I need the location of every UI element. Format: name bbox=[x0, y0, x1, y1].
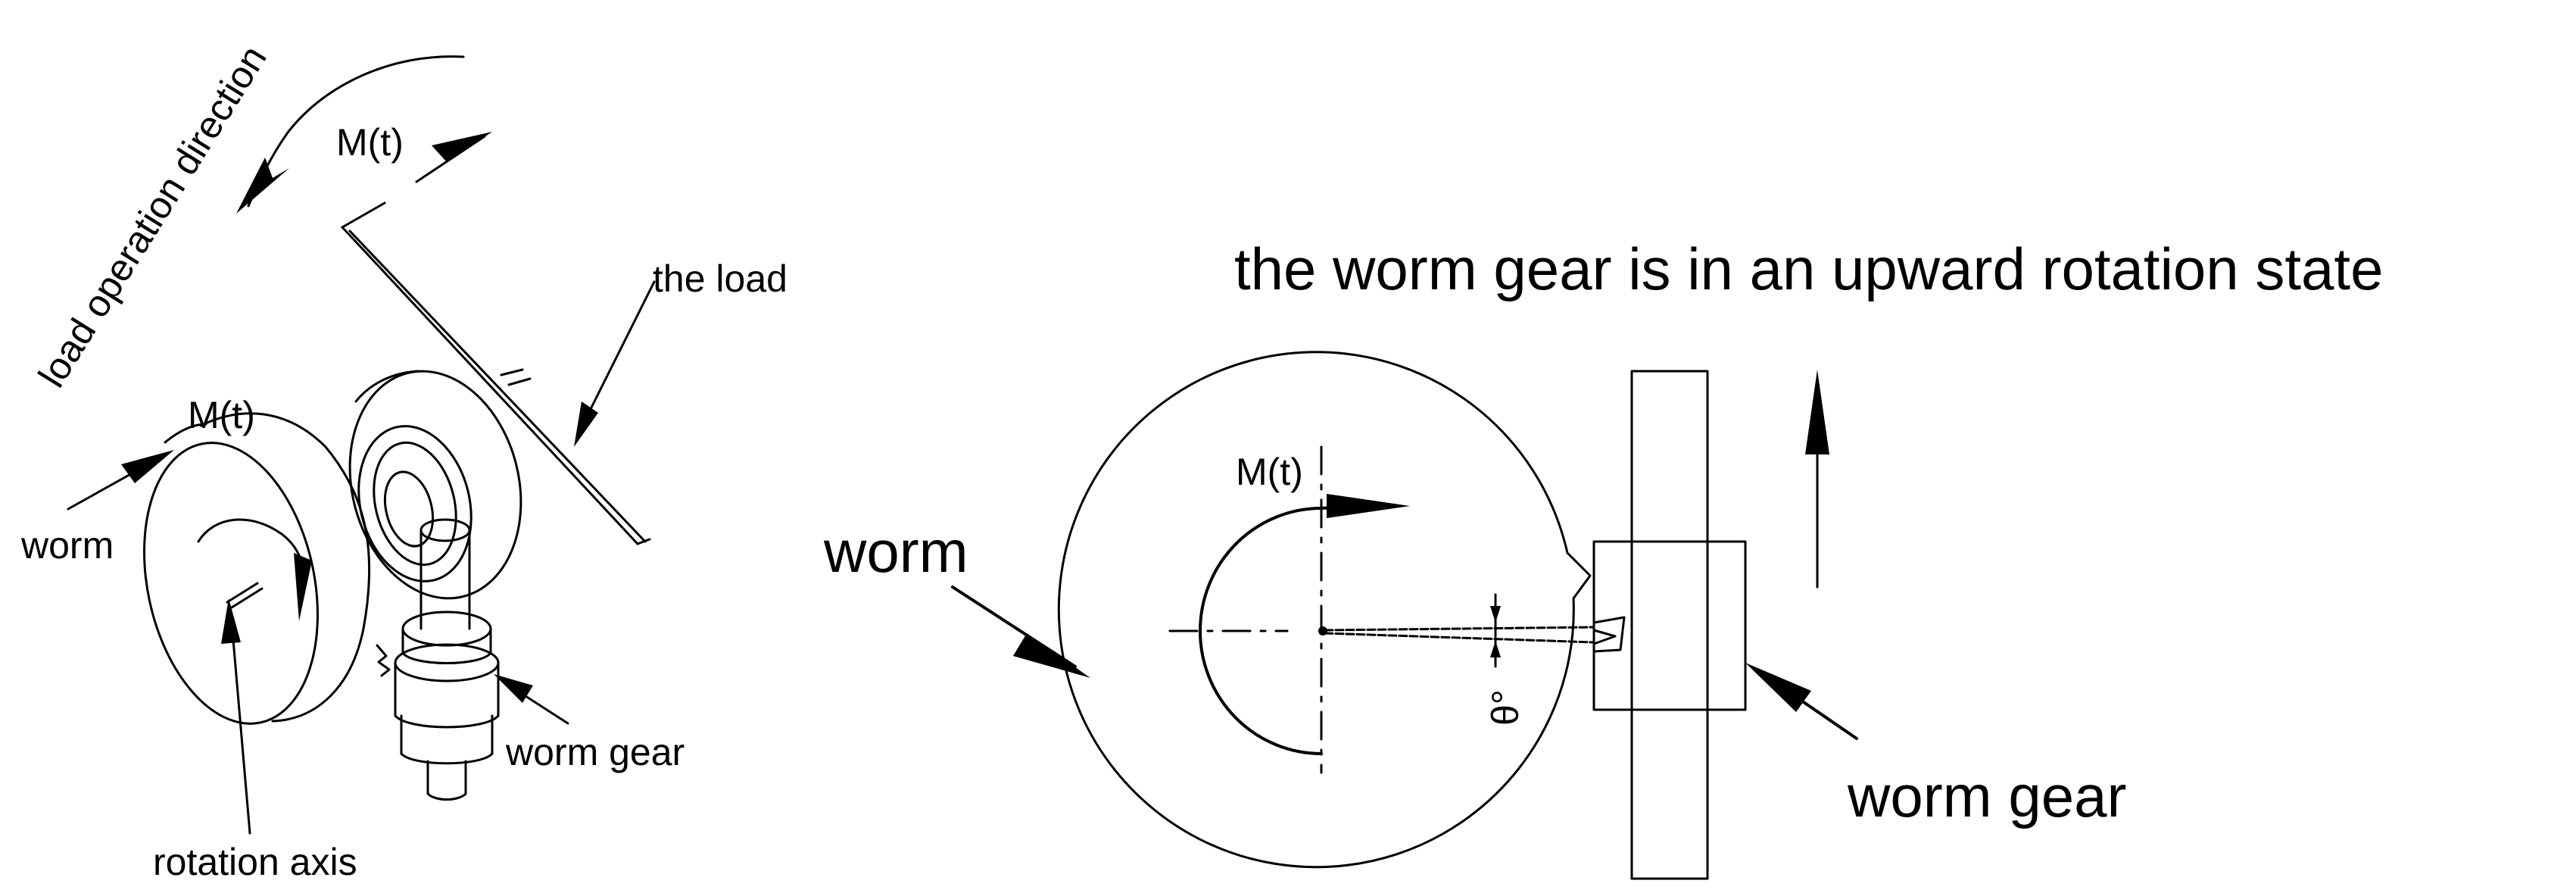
moment-label-right: M(t) bbox=[1236, 451, 1303, 493]
upward-rotation-arrow bbox=[1805, 370, 1829, 589]
worm-pointer-arrow-right bbox=[951, 586, 1090, 678]
moment-label-top: M(t) bbox=[336, 121, 404, 164]
rotation-axis-label: rotation axis bbox=[153, 841, 357, 883]
worm-moment-arrow bbox=[197, 518, 312, 621]
angle-label-group: θ° bbox=[1484, 689, 1527, 726]
left-panel-3d-view: load operation direction M(t) the load bbox=[20, 38, 787, 883]
load-plate bbox=[341, 201, 651, 545]
contact-lines bbox=[1324, 593, 1595, 668]
moment-arc bbox=[1199, 494, 1410, 755]
worm-circle bbox=[1057, 351, 1592, 869]
load-pointer-arrow bbox=[574, 280, 656, 447]
worm-gear-pointer-arrow-left bbox=[494, 674, 569, 725]
load-label: the load bbox=[653, 258, 787, 300]
rotation-axis-marker bbox=[226, 582, 264, 609]
worm-pointer-arrow-left bbox=[67, 450, 174, 511]
worm-label-right: worm bbox=[823, 518, 968, 585]
worm-gear-label-right: worm gear bbox=[1847, 763, 2126, 829]
rotation-axis-pointer-arrow bbox=[221, 598, 251, 835]
worm-gear-shaft bbox=[376, 518, 500, 801]
worm-disk bbox=[143, 412, 371, 725]
worm-gear-body bbox=[1592, 370, 1747, 880]
load-direction-arrow bbox=[236, 55, 465, 214]
worm-gear-label-left: worm gear bbox=[505, 731, 685, 773]
worm-label-left: worm bbox=[20, 524, 114, 567]
worm-gear-pointer-arrow-right bbox=[1745, 663, 1858, 740]
angle-label: θ° bbox=[1484, 689, 1527, 726]
back-cylinder bbox=[348, 370, 522, 600]
center-lines bbox=[1168, 445, 1327, 774]
moment-arrow-top bbox=[415, 132, 492, 183]
right-panel-title: the worm gear is in an upward rotation s… bbox=[1234, 236, 2383, 302]
right-panel-front-view: the worm gear is in an upward rotation s… bbox=[823, 236, 2383, 880]
load-direction-label: load operation direction bbox=[30, 38, 275, 395]
moment-label-worm: M(t) bbox=[188, 394, 255, 436]
